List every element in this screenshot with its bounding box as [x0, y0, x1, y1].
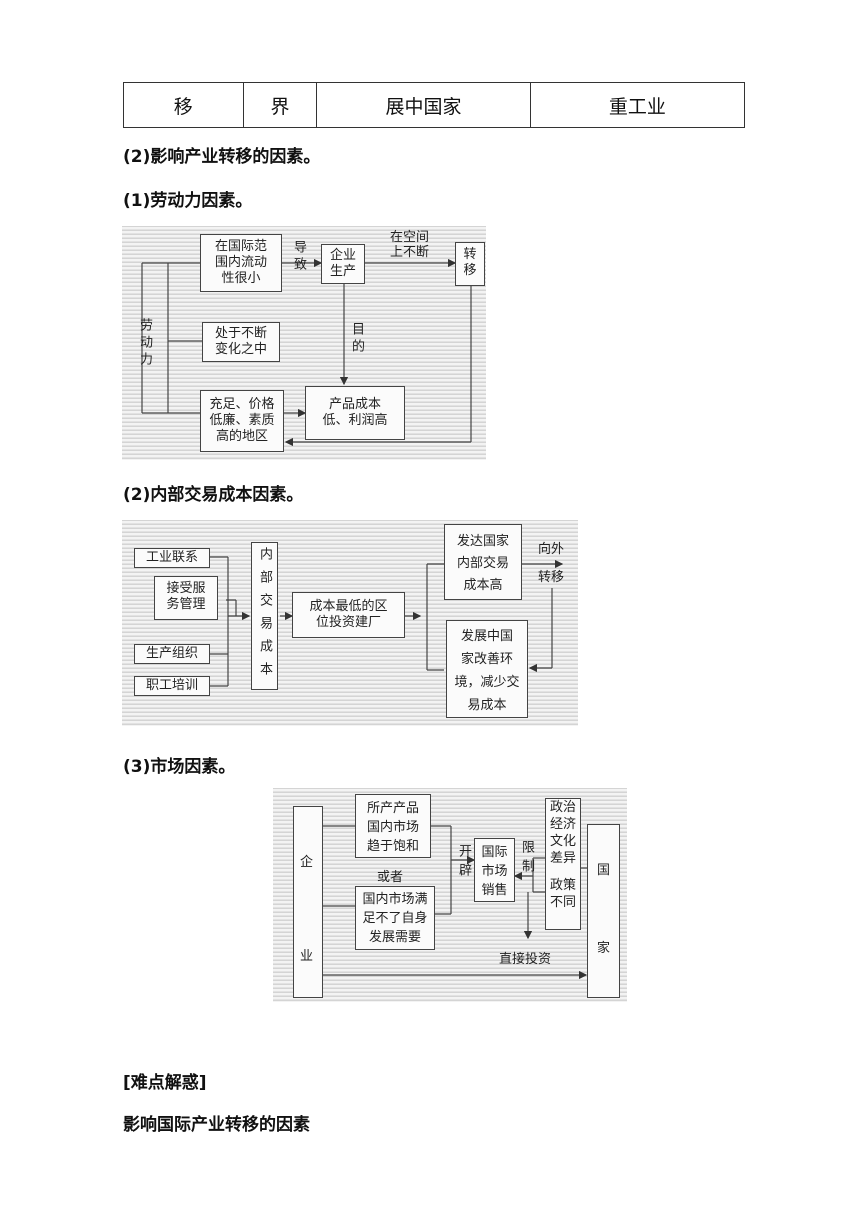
lead-to-label: 导致: [291, 240, 306, 274]
table-cell: 界: [244, 83, 318, 127]
difference-line: 差异: [549, 851, 576, 866]
factor-staff-training: 职工培训: [134, 676, 210, 696]
space-label-2: 上不断: [390, 245, 430, 260]
developing-country-box: 发展中国 家改善环 境，减少交 易成本: [446, 620, 528, 718]
insufficient-market-box: 国内市场满 足不了自身 发展需要: [355, 886, 435, 950]
mobility-box: 在国际范 围内流动 性很小: [200, 234, 282, 292]
result-line: 低、利润高: [322, 413, 388, 428]
market-diagram: 企 业 所产产品 国内市场 趋于饱和 或者 国内市场满 足不了自身 发展需要 开…: [273, 788, 627, 1002]
developing-line: 境，减少交: [454, 675, 520, 690]
enterprise-production-box: 企业 生产: [321, 244, 365, 284]
purpose-label: 目的: [349, 322, 364, 356]
labor-diagram: 劳动力 在国际范 围内流动 性很小 导致 企业 生产 在空间 上不断 转 移 处…: [122, 226, 486, 460]
result-line: 产品成本: [328, 397, 381, 412]
transfer-line: 转: [463, 247, 477, 262]
difference-line: 文化: [549, 834, 576, 849]
developing-line: 家改善环: [460, 652, 513, 667]
factor-text: 工业联系: [145, 550, 198, 565]
developing-line: 易成本: [467, 698, 507, 713]
changing-box: 处于不断 变化之中: [202, 322, 280, 362]
developed-line: 发达国家: [456, 534, 509, 549]
enterprise-char-2: 业: [300, 949, 314, 964]
saturated-line: 所产产品: [366, 801, 419, 816]
factor-text: 接受服: [166, 581, 206, 596]
heading-difficulty: [难点解惑]: [123, 1073, 207, 1093]
factor-text: 职工培训: [145, 678, 198, 693]
saturated-line: 趋于饱和: [366, 839, 419, 854]
mobility-line: 性很小: [221, 271, 261, 286]
heading-cost: (2)内部交易成本因素。: [123, 485, 304, 505]
saturated-line: 国内市场: [366, 820, 419, 835]
cost-diagram-lines: [210, 556, 564, 687]
mobility-line: 围内流动: [214, 255, 267, 270]
developed-line: 内部交易: [456, 556, 509, 571]
open-label: 开辟: [456, 844, 471, 882]
or-label: 或者: [377, 870, 404, 885]
country-char-2: 家: [597, 941, 611, 956]
enterprise-line: 企业: [329, 248, 356, 263]
policy-line: 政策: [549, 878, 576, 893]
country-box: 国 家: [587, 824, 620, 998]
outward-label-2: 转移: [538, 570, 565, 585]
country-char-1: 国: [597, 863, 611, 878]
invest-line: 位投资建厂: [315, 615, 381, 630]
table-cell: 重工业: [608, 95, 666, 118]
heading-labor: (1)劳动力因素。: [123, 191, 253, 211]
region-line: 高的地区: [215, 429, 268, 444]
intl-market-box: 国际 市场 销售: [474, 838, 515, 902]
labor-label: 劳动力: [137, 318, 152, 369]
low-cost-box: 产品成本 低、利润高: [305, 386, 405, 440]
table-row: 移 界 展中国家 重工业: [123, 82, 745, 128]
policy-line: 不同: [549, 895, 576, 910]
labor-box: 劳动力: [126, 294, 164, 412]
intl-market-line: 市场: [481, 864, 508, 879]
labor-diagram-lines: [141, 258, 472, 447]
factor-production-organization: 生产组织: [134, 644, 210, 664]
heading-intl-factors: 影响国际产业转移的因素: [123, 1115, 310, 1135]
region-line: 充足、价格: [209, 397, 275, 412]
space-label-1: 在空间: [390, 230, 430, 245]
internal-cost-box: 内部交易成本: [251, 542, 278, 690]
difference-line: 经济: [549, 817, 576, 832]
difference-line: 政治: [549, 800, 576, 815]
factor-service-management: 接受服 务管理: [154, 576, 218, 620]
developed-line: 成本高: [463, 578, 503, 593]
mobility-line: 在国际范: [214, 239, 267, 254]
outward-label-1: 向外: [538, 542, 565, 557]
enterprise-box: 企 业: [293, 806, 323, 998]
factor-text: 务管理: [166, 597, 206, 612]
heading-factors: (2)影响产业转移的因素。: [123, 147, 321, 167]
saturated-market-box: 所产产品 国内市场 趋于饱和: [355, 794, 431, 858]
heading-market: (3)市场因素。: [123, 757, 236, 777]
invest-line: 成本最低的区: [309, 599, 388, 614]
table-cell: 移: [124, 83, 244, 127]
cost-diagram: 工业联系 接受服 务管理 生产组织 职工培训 内部交易成本 成本最低的区 位投资…: [122, 520, 578, 726]
insufficient-line: 足不了自身: [362, 911, 428, 926]
lowest-cost-invest-box: 成本最低的区 位投资建厂: [292, 592, 405, 638]
insufficient-line: 国内市场满: [362, 892, 428, 907]
market-diagram-lines: [323, 825, 588, 980]
enterprise-char-1: 企: [300, 855, 314, 870]
developing-line: 发展中国: [460, 629, 513, 644]
limit-label: 限制: [519, 840, 534, 878]
region-line: 低廉、素质: [209, 413, 275, 428]
direct-invest-label: 直接投资: [499, 952, 552, 967]
abundant-region-box: 充足、价格 低廉、素质 高的地区: [200, 390, 284, 452]
factor-industrial-links: 工业联系: [134, 548, 210, 568]
differences-policy-box: 政治 经济 文化 差异 政策 不同: [545, 798, 581, 930]
table-cell: 展中国家: [317, 83, 531, 127]
intl-market-line: 销售: [481, 883, 508, 898]
internal-cost-label: 内部交易成本: [257, 547, 272, 685]
insufficient-line: 发展需要: [368, 930, 421, 945]
intl-market-line: 国际: [481, 845, 508, 860]
transfer-line: 移: [463, 263, 477, 278]
changing-line: 变化之中: [214, 342, 267, 357]
enterprise-line: 生产: [329, 264, 356, 279]
factor-text: 生产组织: [145, 646, 198, 661]
developed-country-box: 发达国家 内部交易 成本高: [444, 524, 522, 600]
transfer-box: 转 移: [455, 242, 485, 286]
changing-line: 处于不断: [214, 326, 267, 341]
